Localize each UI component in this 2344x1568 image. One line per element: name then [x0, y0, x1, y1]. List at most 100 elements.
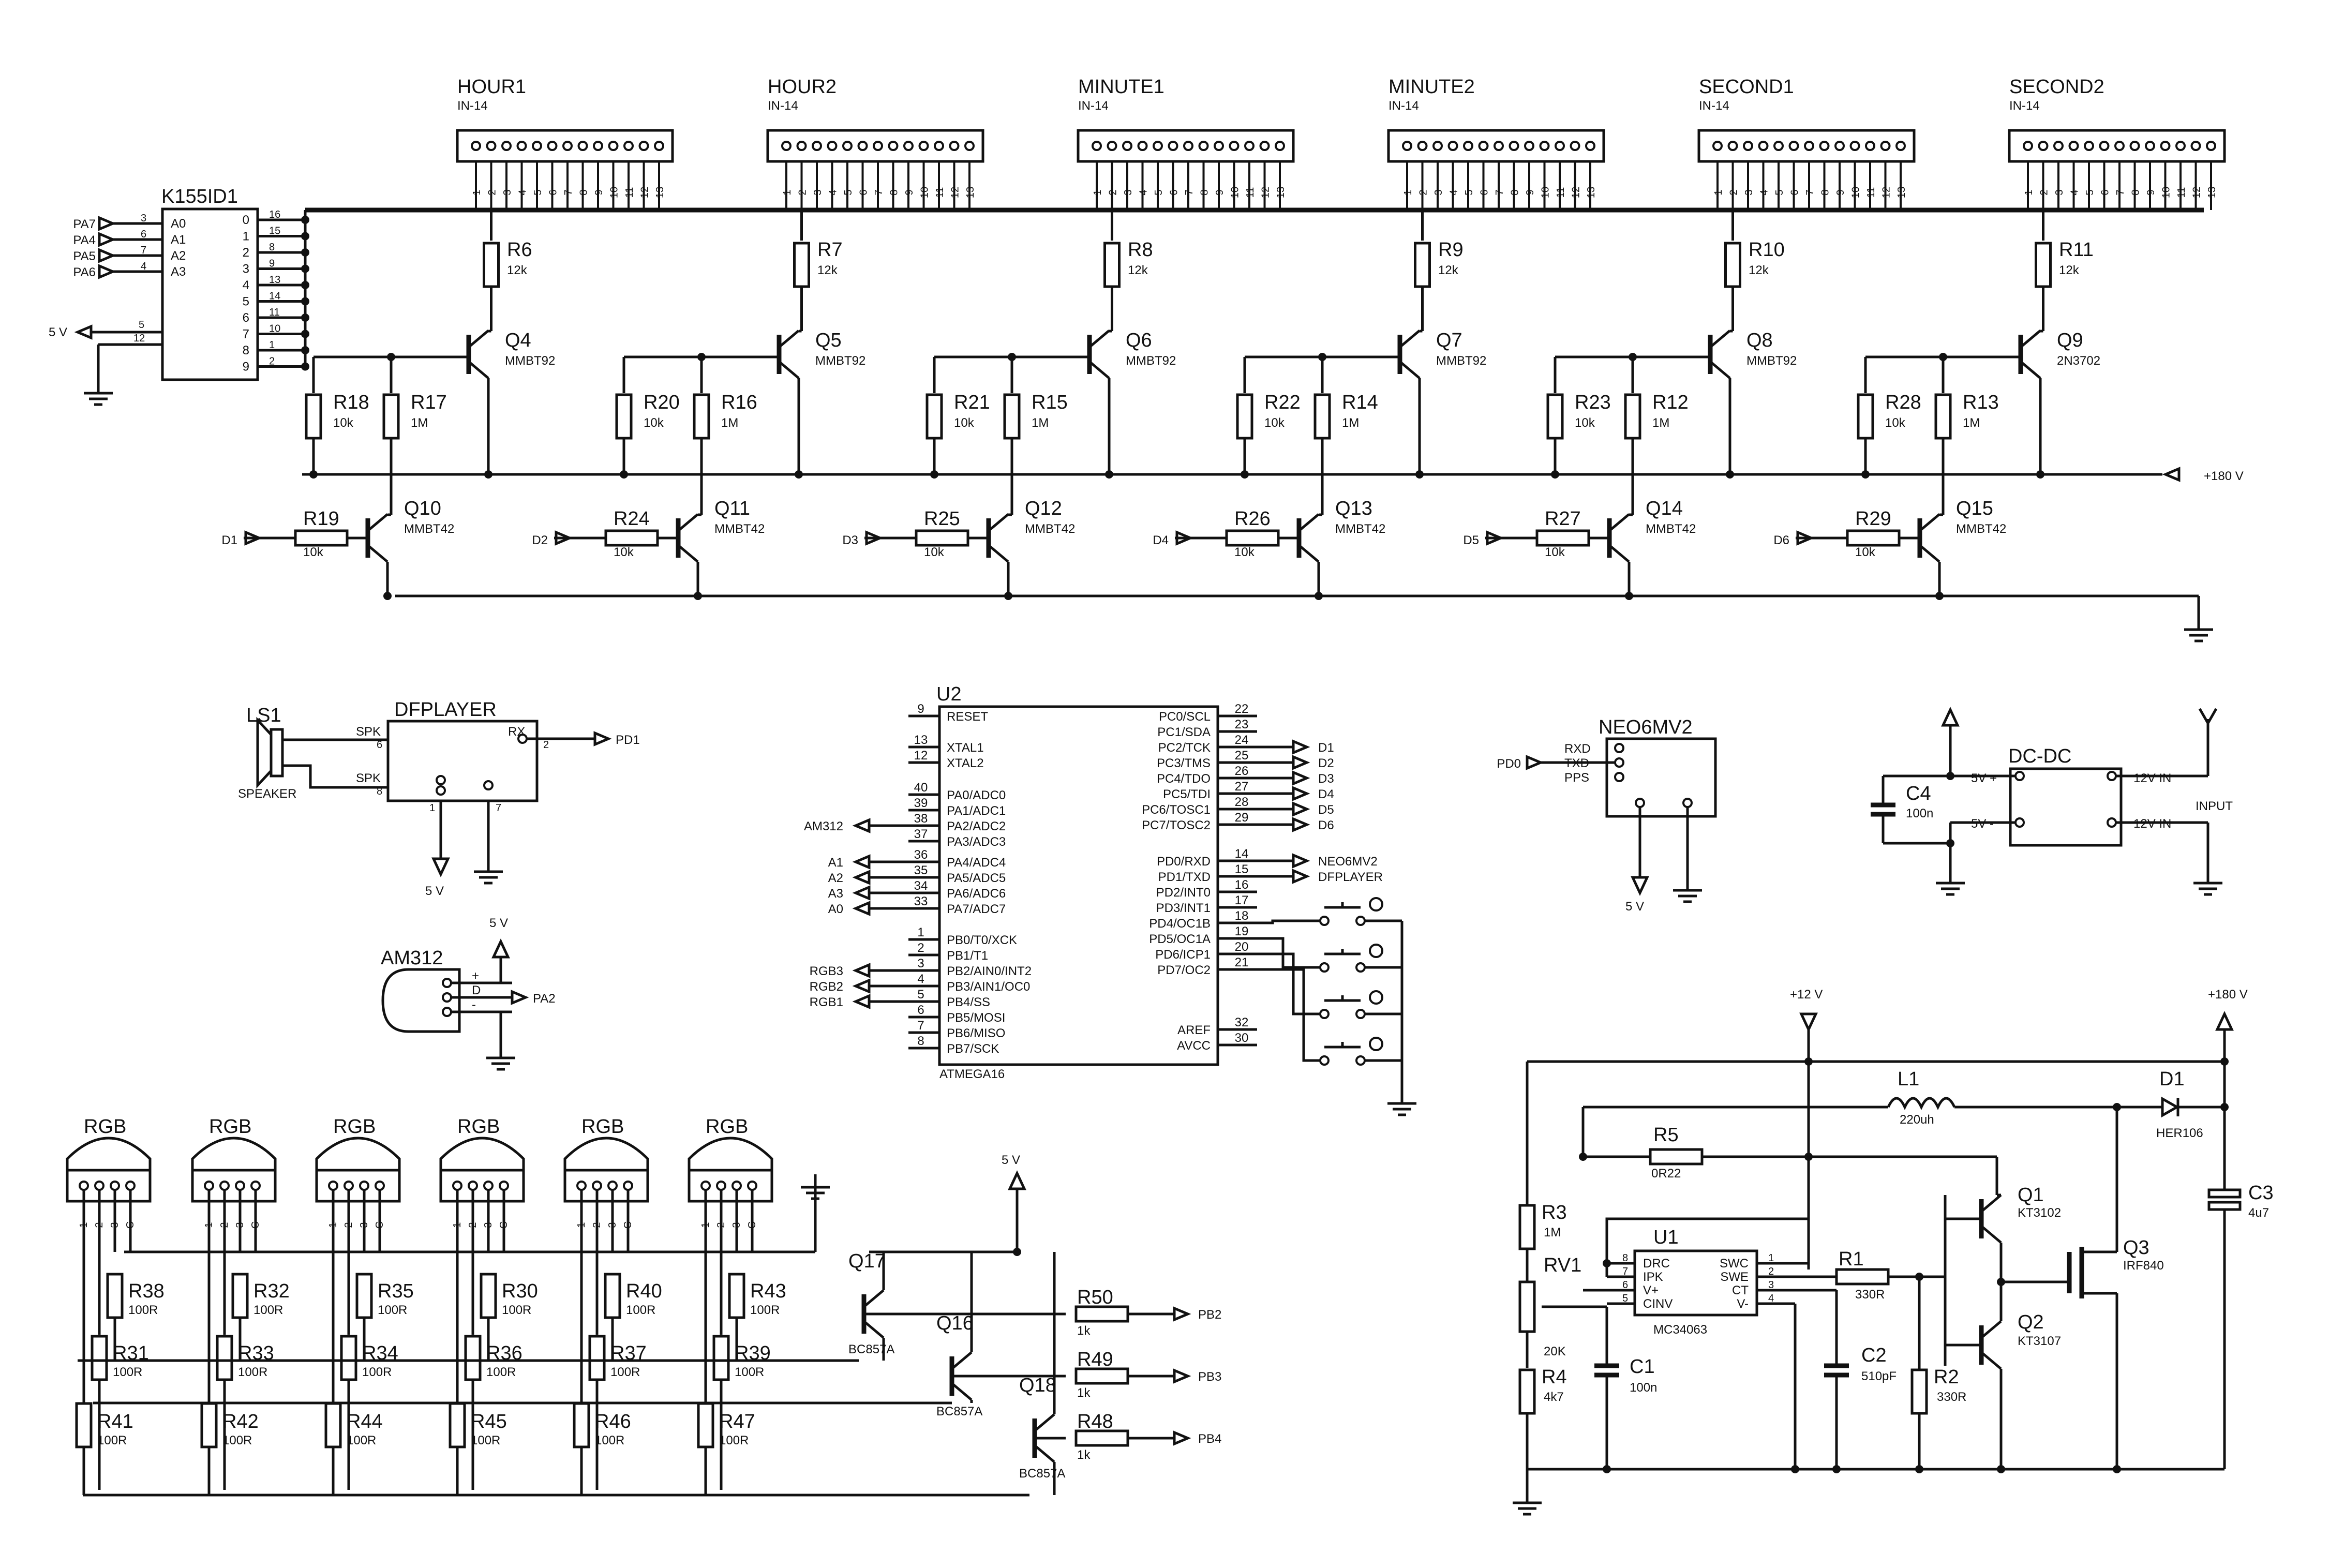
- pin-name: PA3/ADC3: [947, 835, 1006, 849]
- pin-circle: [219, 1181, 230, 1191]
- button-mark-ring: [1369, 897, 1383, 912]
- junction-dot: [1915, 1465, 1923, 1473]
- resistor-value: 100R: [113, 1365, 142, 1379]
- potentiometer-icon: [1518, 1280, 1536, 1333]
- pin-circle: [700, 1181, 711, 1191]
- diode-icon: [2161, 1096, 2180, 1118]
- pin-circle: [1635, 798, 1645, 808]
- pin-name: A0: [171, 217, 186, 231]
- power-label: 5 V: [489, 916, 508, 930]
- transistor-ref: Q6: [1126, 330, 1152, 351]
- pnp-transistor-icon: [2018, 330, 2041, 379]
- resistor-value: 12k: [1749, 263, 1769, 277]
- cap-ref: C3: [2248, 1182, 2274, 1204]
- transistor-collector: [1608, 513, 1630, 532]
- tube-pin-number: 7: [1804, 189, 1816, 195]
- resistor: [1835, 1268, 1890, 1286]
- resistor-ref: R11: [2059, 239, 2094, 261]
- pin-circle: [2014, 771, 2025, 781]
- dfplayer-body: [386, 720, 539, 802]
- pnp-transistor-icon: [1087, 330, 1110, 379]
- net-arrow-icon: [852, 994, 871, 1009]
- transistor-part: BC857A: [936, 1405, 982, 1418]
- mosfet-ref: Q3: [2123, 1237, 2149, 1259]
- net-arrow-icon: [1292, 801, 1310, 817]
- tube-pin-number: 7: [563, 189, 574, 195]
- resistor-ref: R46: [595, 1411, 631, 1432]
- pin-circle: [1682, 798, 1693, 808]
- digit-input-label: D6: [1773, 533, 1789, 547]
- transistor-part: MMBT92: [815, 354, 865, 368]
- resistor-ref: R4: [1542, 1366, 1567, 1388]
- net-arrow-icon: [852, 963, 871, 978]
- resistor-value: 100R: [626, 1303, 655, 1317]
- pin-number: 23: [1235, 718, 1249, 731]
- transistor-collector: [468, 330, 489, 348]
- resistor-value: 12k: [817, 263, 838, 277]
- tube-pin-number: 10: [919, 187, 931, 198]
- tube-pin: [1895, 141, 1906, 151]
- resistor-value: 12k: [2059, 263, 2080, 277]
- tube-pin-number: 6: [858, 189, 870, 195]
- net-arrow-icon: [852, 901, 871, 916]
- pin-number: 27: [1235, 780, 1249, 794]
- tube-pin-number: 11: [1865, 187, 1877, 198]
- tube-pin-number: 4: [1759, 189, 1770, 195]
- tube-pin-number: 2: [487, 189, 498, 195]
- tube-pin-number: 10: [1230, 187, 1241, 198]
- transistor-emitter: [367, 544, 389, 563]
- resistor-ref: R18: [333, 392, 369, 413]
- pin-name: PD6/ICP1: [1155, 948, 1211, 962]
- junction-dot: [1946, 839, 1954, 847]
- tube-pin: [1259, 141, 1270, 151]
- transistor-part: KT3102: [2018, 1206, 2061, 1220]
- net-label: NEO6MV2: [1318, 855, 1378, 869]
- pin-number: 7: [917, 1019, 924, 1033]
- pin-number: 16: [1235, 878, 1249, 892]
- ground-icon: [1387, 1091, 1416, 1116]
- pin-circle: [517, 734, 528, 744]
- ground-icon: [84, 380, 113, 406]
- rgb-led-dome-icon: [563, 1137, 649, 1172]
- power-arrow-icon: [74, 324, 93, 340]
- pin-circle: [468, 1181, 478, 1191]
- tube-pin-number: 13: [1896, 187, 1907, 198]
- net-label: PB4: [1198, 1432, 1221, 1446]
- pin-number: 3: [1768, 1279, 1774, 1291]
- tube-pin: [1153, 141, 1163, 151]
- tube-pin: [1539, 141, 1550, 151]
- dcdc-body: [2009, 767, 2123, 847]
- pin-number: 15: [1235, 862, 1249, 876]
- tube-pin: [2206, 141, 2216, 151]
- net-label: PD0: [1497, 757, 1521, 771]
- pin-number: 18: [1235, 909, 1249, 923]
- tube-pin-number: 11: [934, 187, 946, 198]
- pin-name: PC4/TDO: [1157, 772, 1211, 786]
- tube-pin: [1229, 141, 1240, 151]
- pin-circle: [607, 1181, 618, 1191]
- net-label: DFPLAYER: [1318, 870, 1383, 884]
- tube-pin: [949, 141, 960, 151]
- net-label: PB2: [1198, 1308, 1221, 1322]
- am312-ref: AM312: [381, 947, 443, 969]
- net-label: A2: [828, 871, 843, 885]
- cap-plate-neg: [2207, 1201, 2242, 1211]
- junction-dot: [1579, 1153, 1587, 1161]
- net-arrow-icon: [1292, 739, 1310, 755]
- rgb-label: RGB: [209, 1116, 251, 1138]
- pin-circle: [442, 992, 452, 1003]
- pin-circle: [731, 1181, 742, 1191]
- pin-name: PC3/TMS: [1157, 756, 1211, 770]
- pnp-transistor-icon: [1708, 330, 1731, 379]
- resistor-ref: R27: [1545, 508, 1581, 530]
- anode-resistor: [1103, 242, 1121, 288]
- tube-pin-number: 8: [2130, 189, 2142, 195]
- pin-number: 14: [269, 291, 280, 302]
- tube-pin: [1880, 141, 1891, 151]
- pin-number: 3: [141, 213, 146, 224]
- pin-circle: [235, 1181, 245, 1191]
